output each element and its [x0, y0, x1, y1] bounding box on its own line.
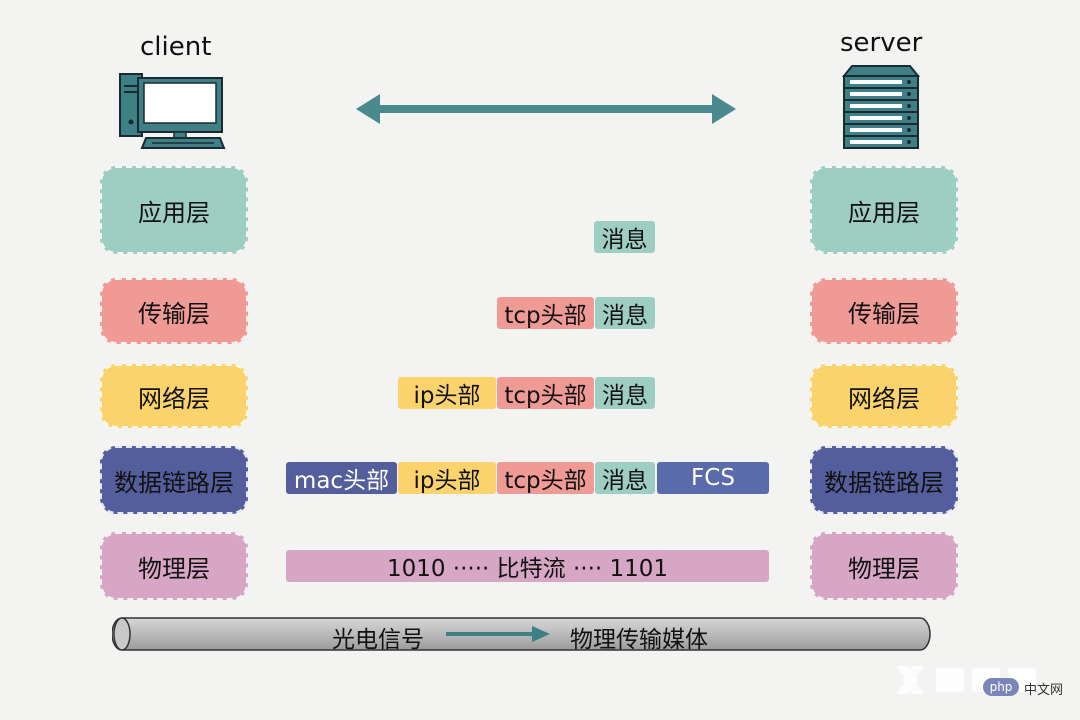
client-layer-transport: 传输层: [100, 278, 248, 344]
packet-transport-tcp-header: tcp头部: [497, 297, 594, 329]
packet-physical-bitstream: 1010 ····· 比特流 ···· 1101: [286, 550, 769, 582]
bidirectional-arrow-icon: [356, 94, 736, 124]
packet-link-ip-header: ip头部: [398, 462, 496, 494]
packet-network-ip-header: ip头部: [398, 377, 496, 409]
packet-link-message: 消息: [595, 462, 655, 494]
packet-link-fcs: FCS: [657, 462, 769, 494]
client-label: client: [140, 32, 212, 62]
watermark-text: 中文网: [1024, 683, 1064, 698]
medium-media-label: 物理传输媒体: [570, 627, 708, 653]
packet-transport-message: 消息: [595, 297, 655, 329]
medium-arrow-icon: [446, 626, 550, 642]
client-layer-datalink: 数据链路层: [100, 446, 248, 514]
server-layer-physical: 物理层: [810, 532, 958, 600]
server-layer-application: 应用层: [810, 166, 958, 254]
packet-link-mac-header: mac头部: [286, 462, 397, 494]
server-layer-datalink: 数据链路层: [810, 446, 958, 514]
desktop-computer-icon: [119, 73, 226, 149]
packet-network-message: 消息: [595, 377, 655, 409]
medium-signal-label: 光电信号: [332, 627, 424, 653]
server-label: server: [840, 28, 923, 58]
server-layer-transport: 传输层: [810, 278, 958, 344]
packet-link-tcp-header: tcp头部: [497, 462, 594, 494]
packet-network-tcp-header: tcp头部: [497, 377, 594, 409]
server-rack-icon: [842, 65, 920, 149]
server-layer-network: 网络层: [810, 364, 958, 428]
watermark-php-badge: php: [983, 678, 1019, 696]
client-layer-physical: 物理层: [100, 532, 248, 600]
packet-app-message: 消息: [594, 221, 655, 253]
client-layer-application: 应用层: [100, 166, 248, 254]
client-layer-network: 网络层: [100, 364, 248, 428]
